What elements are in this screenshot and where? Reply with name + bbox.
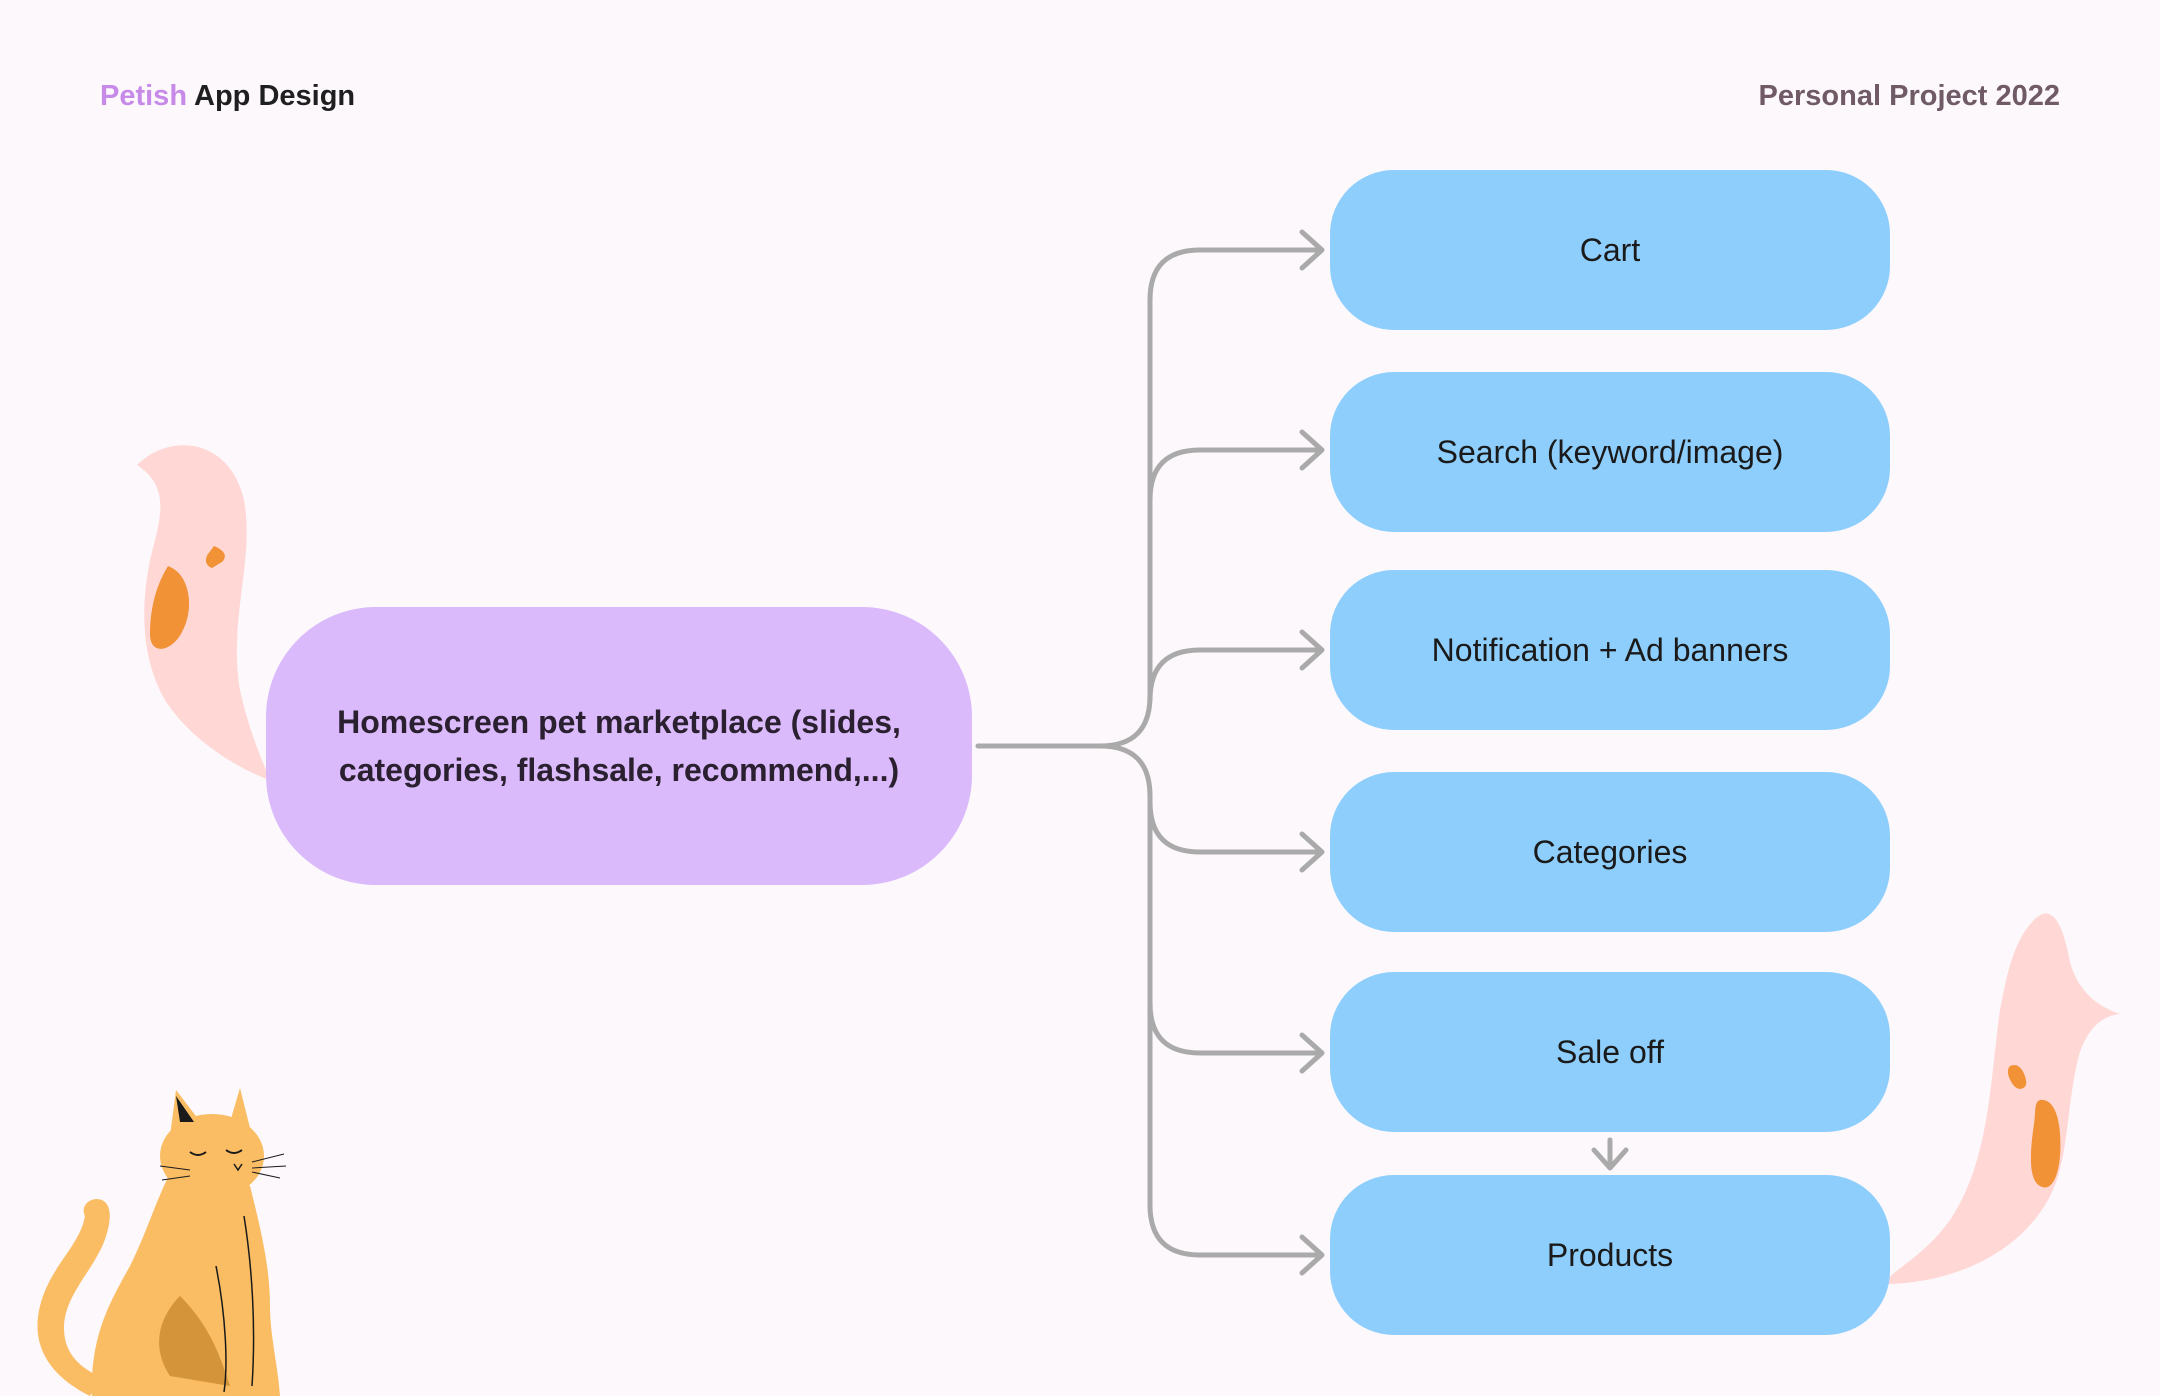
connector-root-lower xyxy=(1097,743,1323,1258)
arrowhead-saleoff-to-products xyxy=(1591,1147,1629,1171)
arrowhead-search xyxy=(1299,429,1325,471)
node-cart: Cart xyxy=(1330,170,1890,330)
brand-name: Petish xyxy=(100,80,188,112)
orange-cat-illustration xyxy=(37,1088,287,1396)
arrowhead-categories xyxy=(1299,831,1325,873)
connector-root-to-cart xyxy=(1097,247,1323,749)
project-title: Petish App Design xyxy=(100,80,355,113)
node-categories: Categories xyxy=(1330,772,1890,932)
connector-root-to-notification xyxy=(1147,647,1323,703)
connector-root-to-categories xyxy=(1147,799,1323,855)
node-products: Products xyxy=(1330,1175,1890,1335)
arrowhead-products xyxy=(1299,1234,1325,1276)
root-node-homescreen: Homescreen pet marketplace (slides, cate… xyxy=(266,607,972,885)
project-subtitle: Personal Project 2022 xyxy=(1758,80,2060,112)
node-notification-ad-banners: Notification + Ad banners xyxy=(1330,570,1890,730)
connector-root-to-saleoff xyxy=(1147,1000,1323,1056)
title-suffix: App Design xyxy=(187,80,356,112)
node-sale-off: Sale off xyxy=(1330,972,1890,1132)
node-search: Search (keyword/image) xyxy=(1330,372,1890,532)
arrowhead-cart xyxy=(1299,229,1325,271)
arrowhead-notification xyxy=(1299,629,1325,671)
connector-root-to-search xyxy=(1147,447,1323,503)
arrowhead-saleoff xyxy=(1299,1032,1325,1074)
